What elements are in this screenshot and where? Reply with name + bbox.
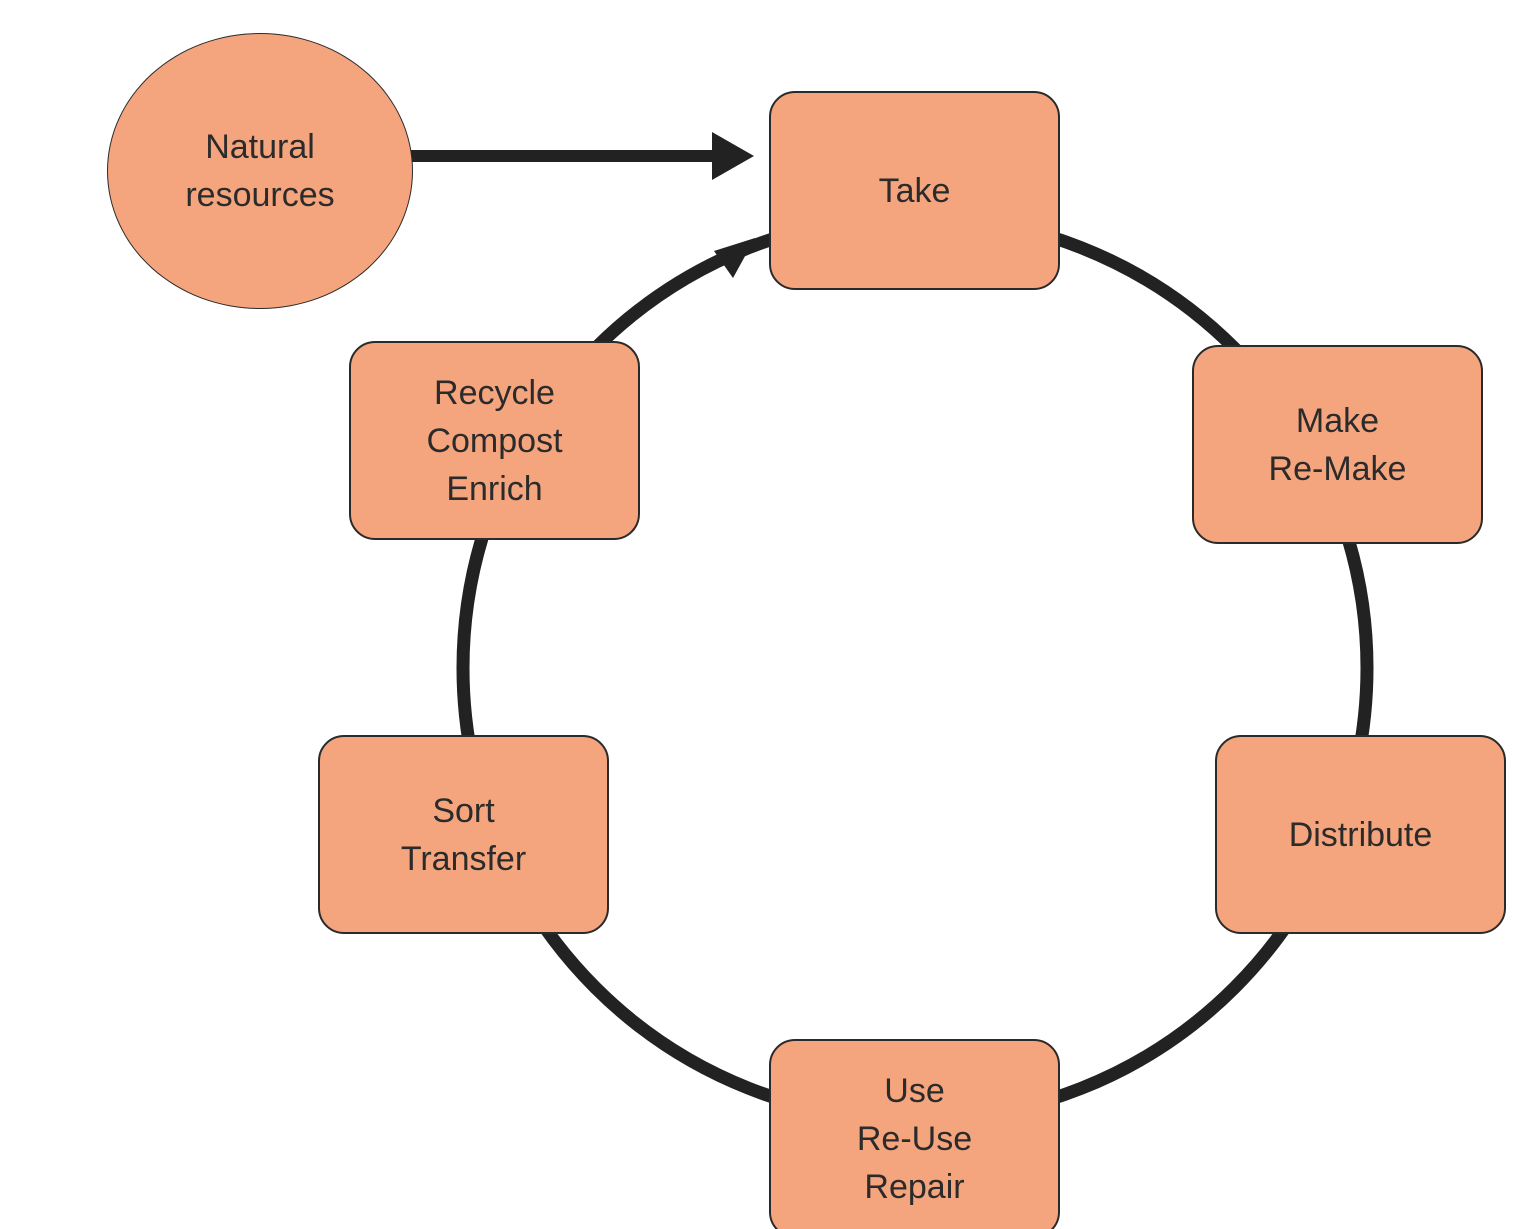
- node-take-line-1: Take: [878, 171, 951, 210]
- node-recycle-line-1: Recycle: [434, 373, 555, 412]
- node-take: Take: [769, 91, 1060, 290]
- node-sort-line-2: Transfer: [400, 839, 527, 878]
- node-natural-resources-line-2: resources: [185, 176, 335, 214]
- node-recycle-line-2: Compost: [426, 421, 563, 460]
- node-recycle: Recycle Compost Enrich: [349, 341, 640, 540]
- node-use-line-1: Use: [884, 1071, 945, 1110]
- arrowhead-natural-resources-to-take: [712, 132, 754, 180]
- node-sort: Sort Transfer: [318, 735, 609, 934]
- node-distribute: Distribute: [1215, 735, 1506, 934]
- node-use-line-2: Re-Use: [856, 1119, 973, 1158]
- node-recycle-line-3: Enrich: [446, 469, 543, 508]
- node-make: Make Re-Make: [1192, 345, 1483, 544]
- node-sort-line-1: Sort: [432, 791, 495, 830]
- node-make-line-2: Re-Make: [1268, 449, 1407, 488]
- node-use: Use Re-Use Repair: [769, 1039, 1060, 1229]
- node-natural-resources-line-1: Natural: [205, 128, 315, 166]
- node-distribute-line-1: Distribute: [1288, 815, 1433, 854]
- node-make-line-1: Make: [1295, 401, 1380, 440]
- node-natural-resources: Natural resources: [107, 33, 413, 309]
- arrowhead-recycle-to-take: [714, 238, 755, 278]
- node-use-line-3: Repair: [864, 1167, 965, 1206]
